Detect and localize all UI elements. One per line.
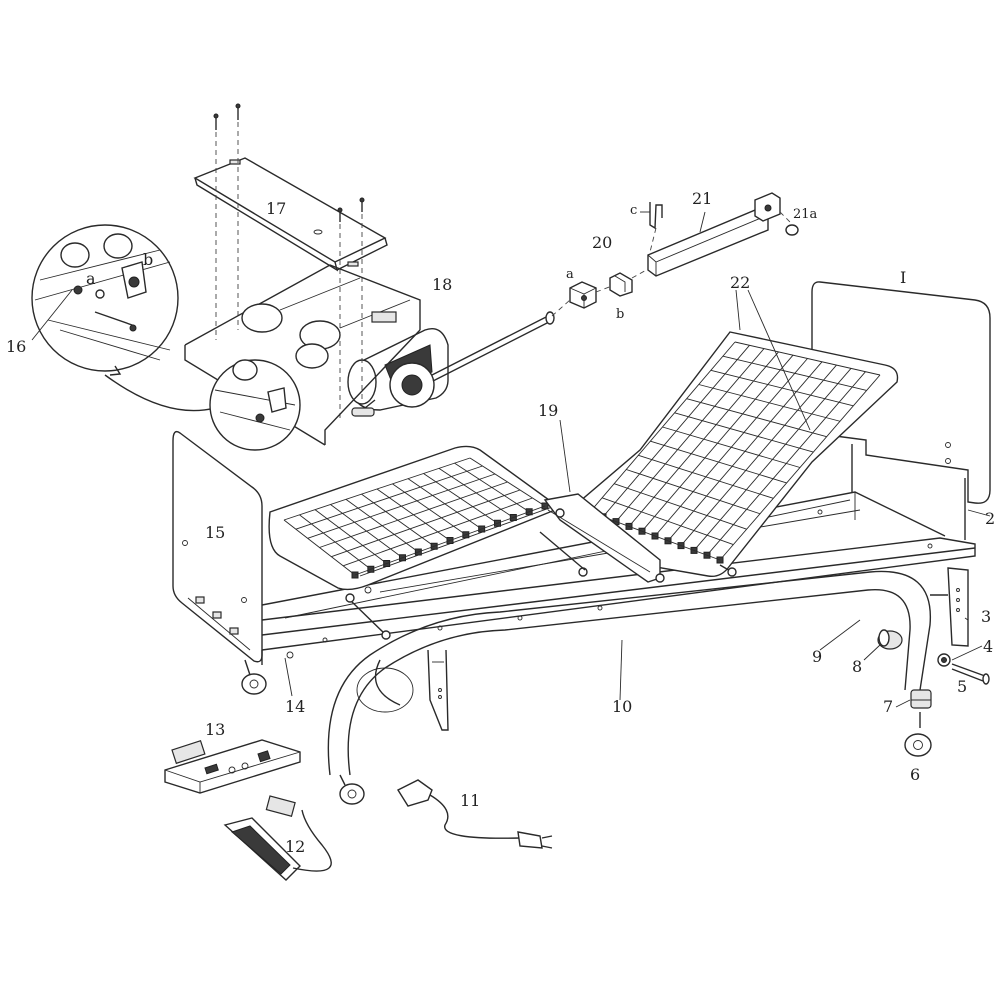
cap-21a	[785, 224, 799, 236]
detail-magnifier-16	[31, 224, 236, 412]
control-box-13	[164, 739, 301, 794]
callout-17: 17	[266, 199, 286, 218]
callout-20: 20	[592, 233, 612, 252]
bracket-3	[930, 567, 969, 647]
screws-17	[213, 103, 365, 420]
callout-5: 5	[957, 677, 967, 696]
actuator-motor-18	[347, 311, 555, 417]
callout-6: 6	[910, 765, 920, 784]
callout-2: 2	[985, 509, 995, 528]
callout-8: 8	[852, 657, 862, 676]
callout-19: 19	[538, 401, 558, 420]
callout-21a: 21a	[793, 207, 818, 222]
callout-3: 3	[981, 607, 991, 626]
nut-4	[937, 653, 951, 667]
callout-18: 18	[432, 275, 452, 294]
callout-7: 7	[883, 697, 893, 716]
callout-sub-c: c	[630, 203, 637, 218]
seat-section-19	[345, 493, 737, 640]
castor-front-right	[339, 774, 365, 805]
callout-4: 4	[983, 637, 993, 656]
castor-front-left	[241, 659, 267, 695]
connector-block-b	[609, 267, 651, 297]
callout-14: 14	[285, 697, 305, 716]
leader-lines	[31, 211, 991, 708]
bolt-5	[951, 663, 990, 685]
callout-10: 10	[612, 697, 632, 716]
hand-pendant-12	[223, 795, 332, 881]
footboard-panel	[172, 430, 263, 663]
callout-12: 12	[285, 837, 305, 856]
callout-sub-a-nut: a	[566, 267, 574, 282]
slide-tube-21	[647, 192, 791, 277]
callout-sub-b-detail: b	[143, 250, 153, 269]
foot-deck-grid	[283, 457, 549, 579]
foot-deck-frame	[268, 445, 562, 591]
headboard-panel	[811, 281, 991, 540]
motor-assembly-17	[184, 264, 421, 446]
callout-16: 16	[6, 337, 26, 356]
head-deck-grid	[586, 341, 881, 564]
power-cord-11	[396, 779, 553, 849]
callout-labels: I 2 3 4 5 6 7 8 9 10 11 12 13 14 15 16 1…	[6, 189, 995, 856]
callout-22: 22	[730, 273, 750, 292]
callout-1: I	[900, 268, 906, 287]
callout-9: 9	[812, 647, 822, 666]
callout-13: 13	[205, 720, 225, 739]
clip-c	[649, 202, 663, 253]
cover-plate-17	[193, 157, 388, 272]
callout-sub-a-detail: a	[86, 269, 96, 288]
connector-block-a	[551, 281, 613, 317]
castor-wheel-6	[904, 712, 932, 757]
leg-arch-frame	[327, 570, 932, 776]
callout-21: 21	[692, 189, 712, 208]
detail-magnifier-small	[209, 359, 301, 451]
callout-sub-b-nut: b	[616, 307, 624, 322]
callout-15: 15	[205, 523, 225, 542]
end-cap-8	[877, 629, 903, 650]
callout-11: 11	[460, 791, 480, 810]
castor-socket-7	[910, 689, 932, 709]
